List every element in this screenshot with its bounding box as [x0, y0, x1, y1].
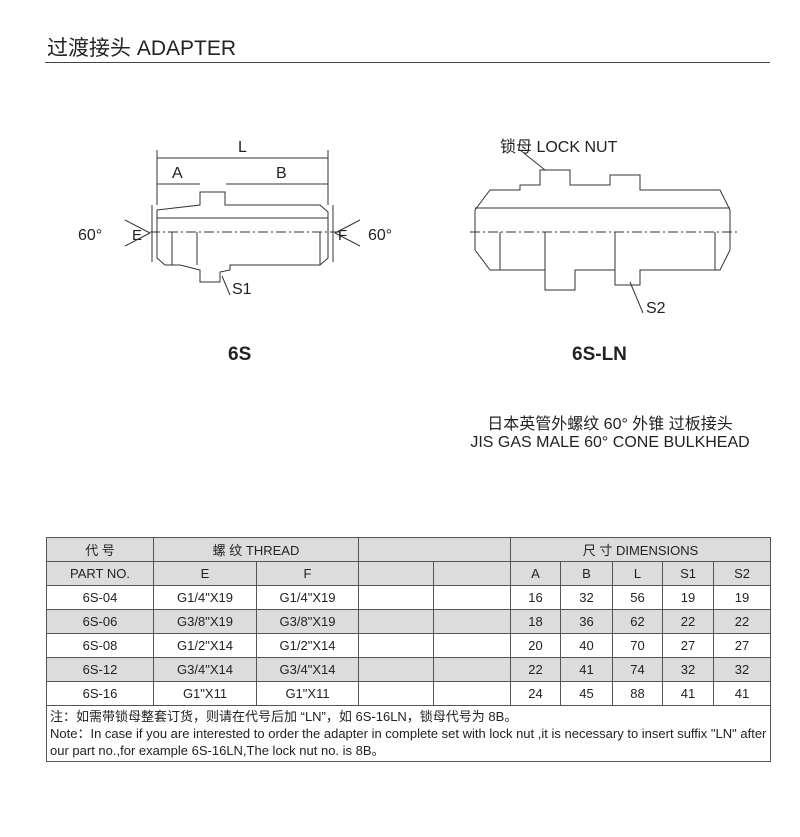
cell-a: 22 — [510, 657, 562, 682]
cell-f: G3/8"X19 — [255, 609, 360, 634]
cell-part: 6S-12 — [46, 657, 154, 682]
dim-S2: S2 — [646, 300, 666, 317]
technical-drawings: L A B 60° E F 60° S1 6S 锁母 LOCK NUT S2 6… — [78, 138, 740, 365]
cell-f: G1/4"X19 — [255, 585, 360, 610]
cell-f: G1/2"X14 — [255, 633, 360, 658]
lock-nut-label: 锁母 LOCK NUT — [500, 138, 618, 156]
cell-s2: 27 — [713, 633, 772, 658]
angle-left: 60° — [78, 227, 102, 244]
page-title: 过渡接头 ADAPTER — [47, 37, 237, 60]
cell-l: 74 — [612, 657, 664, 682]
header-A: A — [510, 561, 562, 586]
cell-b: 32 — [560, 585, 614, 610]
cell-blank — [433, 633, 512, 658]
cell-b: 45 — [560, 681, 614, 706]
header-blank — [358, 537, 512, 562]
cell-a: 16 — [510, 585, 562, 610]
label-6s: 6S — [228, 344, 251, 365]
dim-A: A — [172, 165, 183, 182]
angle-right: 60° — [368, 227, 392, 244]
cell-s2: 19 — [713, 585, 772, 610]
cell-part: 6S-04 — [46, 585, 154, 610]
cell-l: 70 — [612, 633, 664, 658]
dim-E: E — [132, 227, 142, 244]
header-S1: S1 — [662, 561, 715, 586]
cell-blank — [358, 681, 435, 706]
drawing-6s — [124, 150, 361, 296]
header-dimensions: 尺 寸 DIMENSIONS — [510, 537, 772, 562]
cell-b: 40 — [560, 633, 614, 658]
header-blank — [433, 561, 512, 586]
dimensions-table: 代 号 螺 纹 THREAD 尺 寸 DIMENSIONS PART NO. E… — [45, 537, 772, 762]
header-part-zh: 代 号 — [46, 537, 154, 562]
cell-s1: 22 — [662, 609, 715, 634]
cell-blank — [433, 609, 512, 634]
cell-part: 6S-08 — [46, 633, 154, 658]
cell-blank — [433, 657, 512, 682]
header-thread: 螺 纹 THREAD — [152, 537, 360, 562]
cell-part: 6S-06 — [46, 609, 154, 634]
description-zh: 日本英管外螺纹 60° 外锥 过板接头 — [487, 416, 733, 433]
label-6s-ln: 6S-LN — [572, 344, 627, 365]
cell-e: G3/4"X14 — [153, 657, 257, 682]
cell-s2: 41 — [713, 681, 772, 706]
cell-s1: 19 — [662, 585, 715, 610]
header-E: E — [153, 561, 257, 586]
cell-s1: 27 — [662, 633, 715, 658]
cell-f: G3/4"X14 — [255, 657, 360, 682]
cell-a: 20 — [510, 633, 562, 658]
dim-S1: S1 — [232, 281, 252, 298]
title-divider — [45, 62, 770, 63]
cell-s2: 22 — [713, 609, 772, 634]
dim-B: B — [276, 165, 287, 182]
cell-b: 41 — [560, 657, 614, 682]
cell-e: G1"X11 — [153, 681, 257, 706]
header-part: PART NO. — [46, 561, 154, 586]
cell-e: G1/2"X14 — [153, 633, 257, 658]
cell-s1: 41 — [662, 681, 715, 706]
cell-l: 88 — [612, 681, 664, 706]
cell-f: G1"X11 — [255, 681, 360, 706]
cell-s1: 32 — [662, 657, 715, 682]
cell-blank — [433, 585, 512, 610]
cell-l: 62 — [612, 609, 664, 634]
header-S2: S2 — [713, 561, 772, 586]
cell-blank — [358, 585, 435, 610]
note-zh: 注：如需带锁母整套订货，则请在代号后加 “LN”，如 6S-16LN，锁母代号为… — [50, 709, 518, 724]
cell-l: 56 — [612, 585, 664, 610]
drawing-6s-ln — [470, 149, 740, 314]
cell-part: 6S-16 — [46, 681, 154, 706]
note: 注：如需带锁母整套订货，则请在代号后加 “LN”，如 6S-16LN，锁母代号为… — [45, 705, 772, 762]
cell-e: G3/8"X19 — [153, 609, 257, 634]
cell-a: 18 — [510, 609, 562, 634]
cell-blank — [433, 681, 512, 706]
cell-blank — [358, 657, 435, 682]
header-blank — [358, 561, 435, 586]
header-L: L — [612, 561, 664, 586]
header-B: B — [560, 561, 614, 586]
cell-a: 24 — [510, 681, 562, 706]
dim-F: F — [338, 227, 347, 244]
note-en: Note：In case if you are interested to or… — [50, 726, 767, 758]
cell-blank — [358, 633, 435, 658]
header-F: F — [255, 561, 360, 586]
cell-b: 36 — [560, 609, 614, 634]
cell-s2: 32 — [713, 657, 772, 682]
cell-e: G1/4"X19 — [153, 585, 257, 610]
description-en: JIS GAS MALE 60° CONE BULKHEAD — [470, 434, 750, 451]
cell-blank — [358, 609, 435, 634]
dim-L: L — [238, 139, 247, 156]
